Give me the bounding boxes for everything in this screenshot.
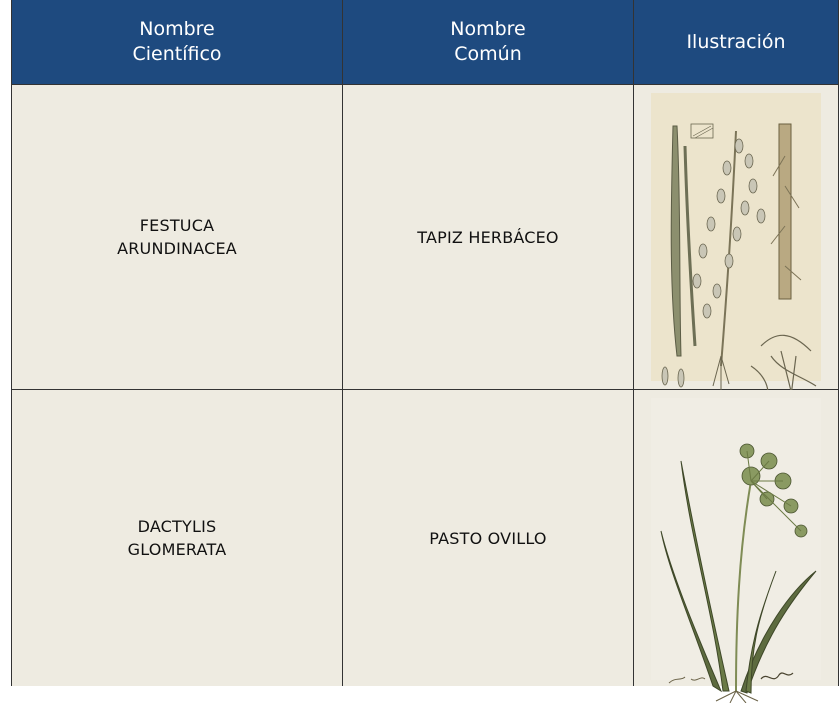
header-scientific-name: Nombre Científico: [12, 0, 343, 84]
common-name-cell: PASTO OVILLO: [343, 390, 634, 686]
header-illustration: Ilustración: [686, 30, 786, 53]
plant-table: Nombre Científico Nombre Común Ilustraci…: [11, 0, 839, 703]
illustration-cell: [634, 390, 838, 703]
illustration-cell: [634, 85, 838, 402]
festuca-illustration: [651, 93, 821, 402]
dactylis-illustration: [651, 398, 821, 703]
scientific-name-cell: FESTUCA ARUNDINACEA: [12, 85, 343, 389]
table-row: FESTUCA ARUNDINACEA TAPIZ HERBÁCEO: [12, 85, 838, 402]
header-common-name: Nombre Común: [343, 0, 634, 84]
table-header: Nombre Científico Nombre Común Ilustraci…: [12, 0, 838, 85]
table-row: DACTYLIS GLOMERATA PASTO OVILLO: [12, 390, 838, 703]
scientific-name-cell: DACTYLIS GLOMERATA: [12, 390, 343, 686]
common-name-cell: TAPIZ HERBÁCEO: [343, 85, 634, 389]
